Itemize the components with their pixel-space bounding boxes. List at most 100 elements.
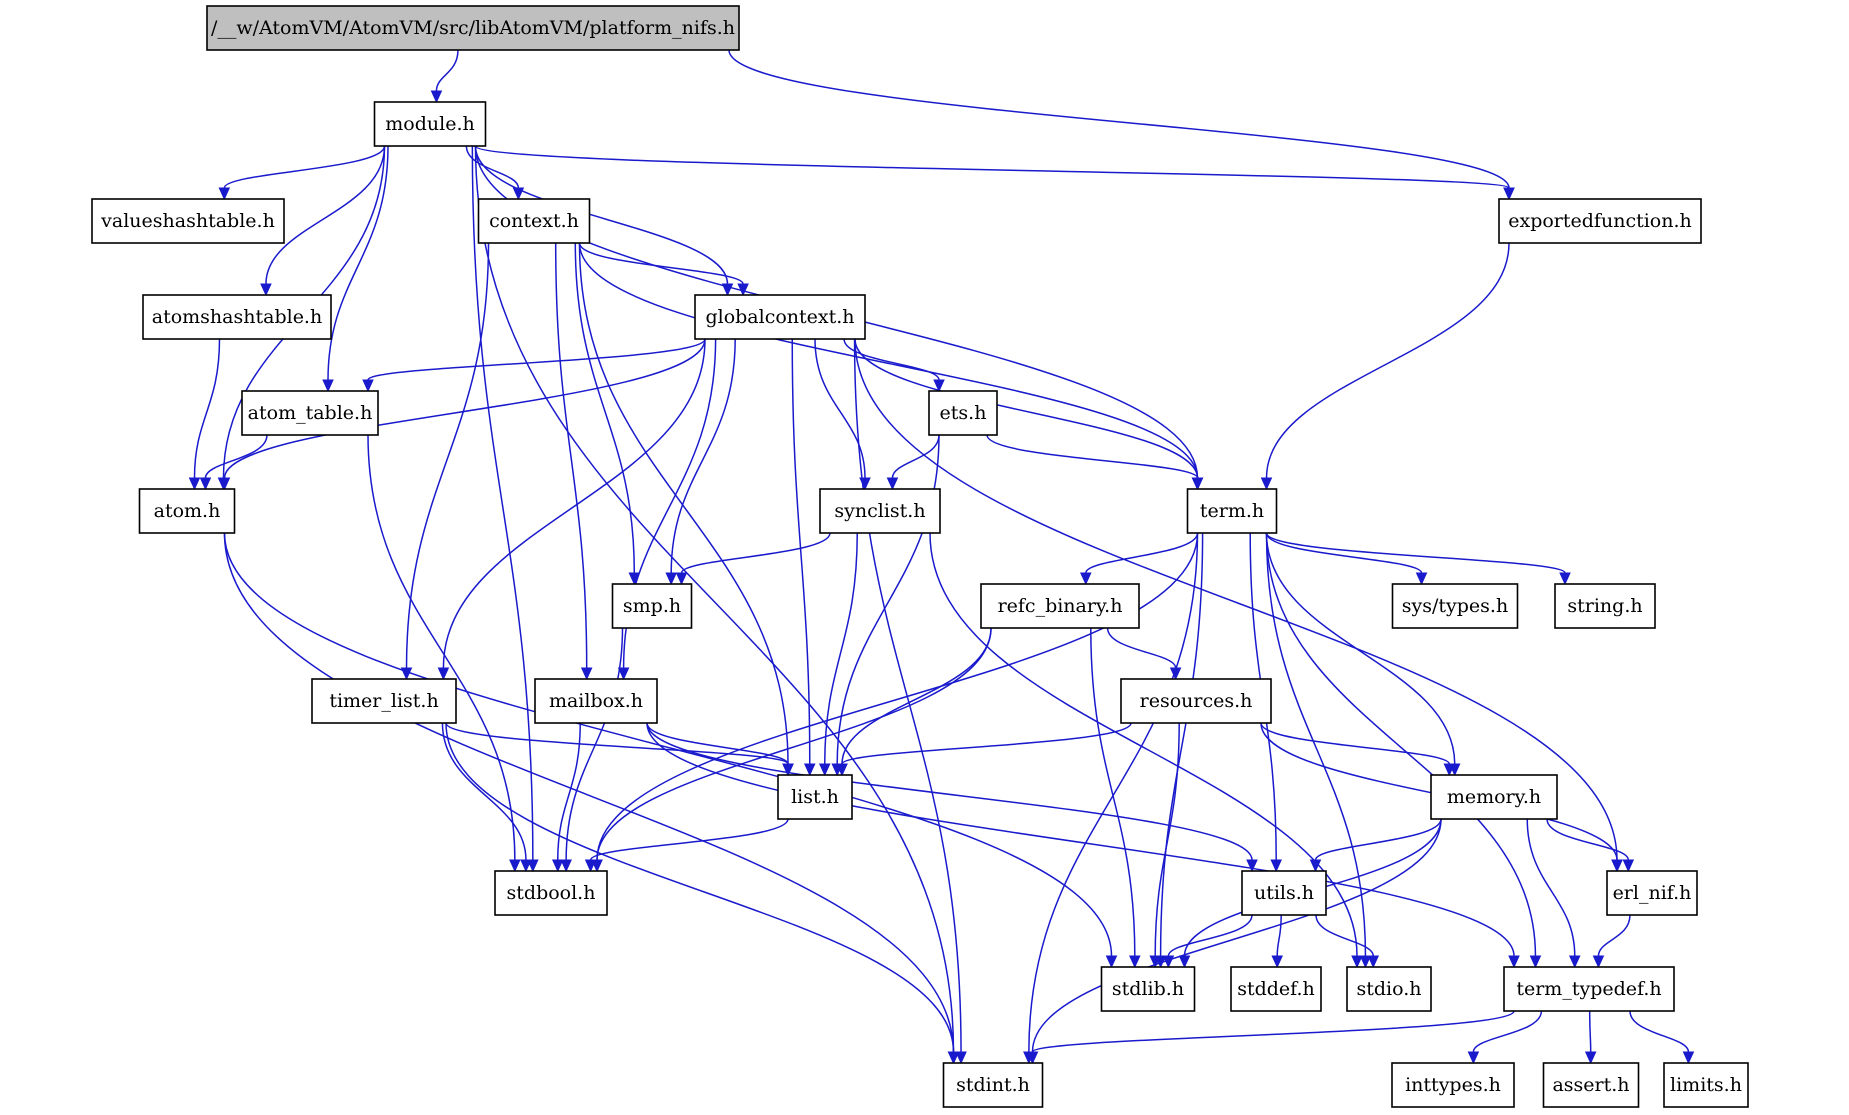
node-valueshashtable[interactable]: valueshashtable.h — [91, 198, 285, 244]
edge-arrowhead — [1191, 477, 1204, 491]
edge-line — [891, 434, 940, 479]
edge-arrowhead — [584, 859, 597, 873]
node-box — [1606, 870, 1698, 916]
node-label: context.h — [489, 210, 579, 232]
edge-line — [841, 627, 992, 765]
edge-line — [445, 722, 789, 765]
edge-line — [405, 242, 490, 669]
node-label: inttypes.h — [1405, 1074, 1501, 1096]
node-label: string.h — [1567, 595, 1642, 617]
node-erl-nif[interactable]: erl_nif.h — [1606, 870, 1698, 916]
node-label: assert.h — [1552, 1074, 1629, 1096]
node-box — [1542, 1062, 1640, 1108]
edge-line — [929, 532, 1358, 957]
node-stddef[interactable]: stddef.h — [1230, 966, 1322, 1012]
node-globalcontext[interactable]: globalcontext.h — [694, 294, 866, 340]
edge-line — [1265, 532, 1423, 574]
edge-globalcontext-to-smp — [665, 338, 736, 586]
node-box — [206, 5, 740, 51]
edge-term_typedef-to-limits — [1629, 1010, 1695, 1065]
edge-line — [1265, 242, 1510, 479]
edge-context-to-mailbox — [554, 242, 593, 681]
node-resources[interactable]: resources.h — [1120, 678, 1272, 724]
node-memory[interactable]: memory.h — [1430, 774, 1558, 820]
node-smp[interactable]: smp.h — [611, 583, 693, 629]
edge-line — [1472, 1010, 1543, 1053]
edge-arrowhead — [1443, 763, 1456, 777]
edge-memory-to-utils — [1309, 818, 1442, 873]
node-mailbox[interactable]: mailbox.h — [534, 678, 658, 724]
edge-resources-to-memory — [1260, 722, 1456, 777]
node-stdint[interactable]: stdint.h — [942, 1062, 1044, 1108]
node-label: module.h — [385, 113, 474, 135]
edge-line — [578, 242, 789, 765]
edge-line — [1276, 914, 1282, 957]
node-assert[interactable]: assert.h — [1542, 1062, 1640, 1108]
edge-line — [223, 338, 706, 479]
edge-arrowhead — [218, 477, 231, 491]
node-label: valueshashtable.h — [100, 210, 275, 232]
node-list[interactable]: list.h — [777, 774, 853, 820]
node-refc-binary[interactable]: refc_binary.h — [980, 583, 1140, 629]
edge-term-to-term_typedef — [1265, 532, 1542, 969]
node-label: erl_nif.h — [1613, 882, 1692, 904]
node-label: mailbox.h — [549, 690, 643, 712]
node-stdlib[interactable]: stdlib.h — [1100, 966, 1196, 1012]
node-term[interactable]: term.h — [1186, 488, 1278, 534]
edge-arrowhead — [1129, 955, 1141, 969]
edge-arrowhead — [737, 283, 749, 297]
node-stdio[interactable]: stdio.h — [1346, 966, 1432, 1012]
node-string[interactable]: string.h — [1554, 583, 1656, 629]
edge-arrowhead — [1178, 955, 1191, 969]
edge-arrowhead — [1162, 955, 1175, 969]
node-utils[interactable]: utils.h — [1241, 870, 1327, 916]
node-atom[interactable]: atom.h — [138, 488, 236, 534]
node-ets[interactable]: ets.h — [928, 390, 998, 436]
node-atom-table[interactable]: atom_table.h — [241, 390, 379, 436]
edge-line — [1090, 627, 1136, 957]
edge-arrowhead — [1415, 572, 1428, 586]
edge-synclist-to-stdio — [929, 532, 1363, 969]
edge-arrowhead — [1622, 859, 1635, 873]
edge-term-to-refc_binary — [1080, 532, 1199, 586]
node-context[interactable]: context.h — [477, 198, 591, 244]
node-synclist[interactable]: synclist.h — [819, 488, 941, 534]
node-box — [1554, 583, 1656, 629]
node-box — [942, 1062, 1044, 1108]
node-label: smp.h — [623, 595, 681, 617]
node-box — [1430, 774, 1558, 820]
edge-refc_binary-to-stdbool — [591, 627, 992, 873]
edge-term_typedef-to-stdint — [1026, 1010, 1515, 1065]
node-label: stdlib.h — [1112, 978, 1184, 1000]
node-box — [928, 390, 998, 436]
node-platform-nifs[interactable]: /__w/AtomVM/AtomVM/src/libAtomVM/platfor… — [206, 5, 740, 51]
edge-arrowhead — [818, 763, 831, 777]
node-label: term.h — [1200, 500, 1264, 522]
node-module[interactable]: module.h — [373, 101, 487, 147]
edge-arrowhead — [1503, 187, 1515, 201]
edge-smp-to-stdbool — [560, 627, 624, 873]
edge-arrowhead — [218, 187, 231, 201]
node-systypes[interactable]: sys/types.h — [1391, 583, 1519, 629]
node-limits[interactable]: limits.h — [1663, 1062, 1749, 1108]
edge-atomshashtable-to-atom — [188, 338, 221, 491]
node-atomshashtable[interactable]: atomshashtable.h — [142, 294, 332, 340]
edge-line — [442, 338, 706, 669]
node-exportedfunction[interactable]: exportedfunction.h — [1498, 198, 1702, 244]
edge-arrowhead — [509, 859, 521, 873]
edge-line — [589, 818, 789, 861]
node-label: synclist.h — [834, 500, 925, 522]
node-timer-list[interactable]: timer_list.h — [311, 678, 457, 724]
edge-arrowhead — [437, 667, 450, 681]
node-inttypes[interactable]: inttypes.h — [1391, 1062, 1515, 1108]
edge-utils-to-stdio — [1315, 914, 1380, 969]
edge-globalcontext-to-synclist — [814, 338, 871, 491]
edge-line — [1265, 532, 1537, 957]
node-term-typedef[interactable]: term_typedef.h — [1503, 966, 1675, 1012]
edge-platform_nifs-to-module — [430, 49, 459, 104]
edge-line — [1314, 818, 1442, 861]
node-stdbool[interactable]: stdbool.h — [494, 870, 608, 916]
edge-utils-to-stdlib — [1162, 914, 1253, 969]
node-box — [373, 101, 487, 147]
edge-arrowhead — [1508, 955, 1520, 969]
